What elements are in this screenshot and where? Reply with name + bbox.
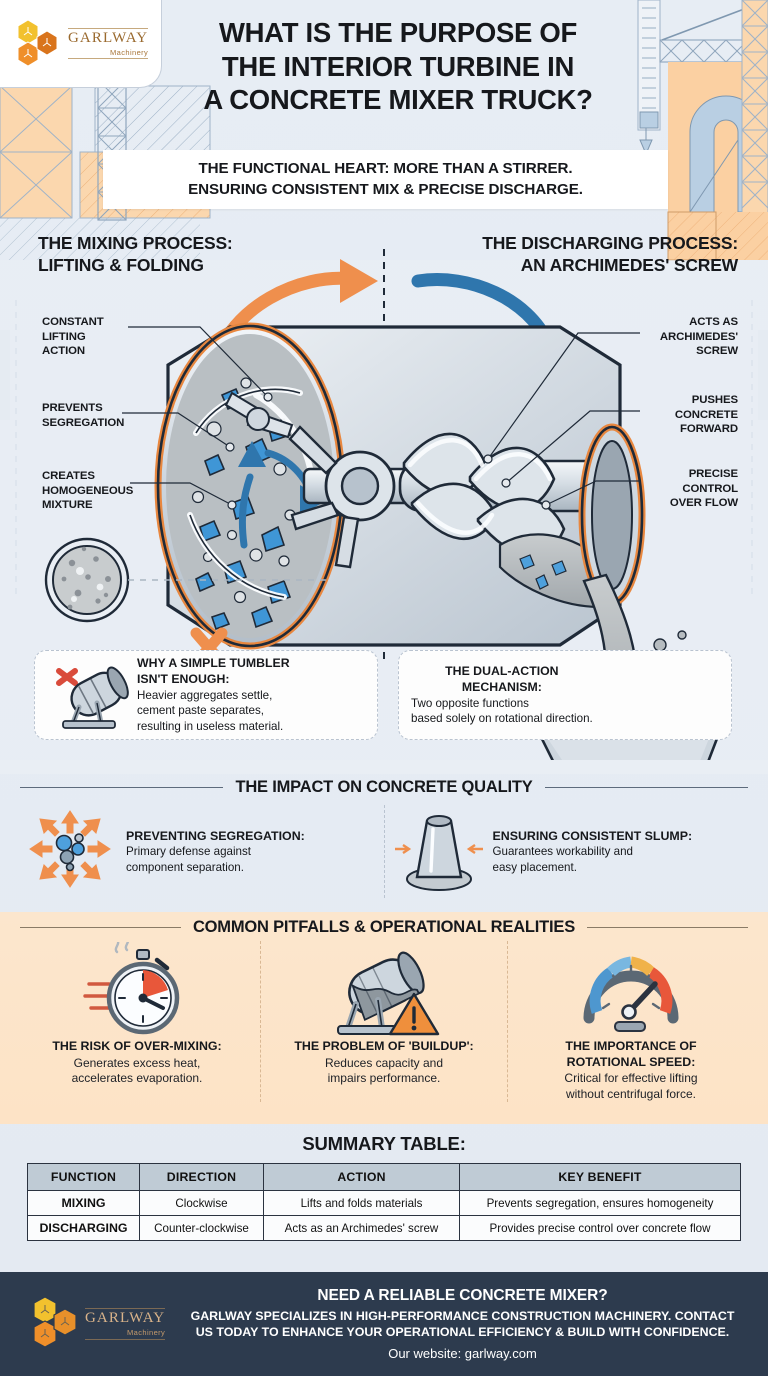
th-function: FUNCTION bbox=[27, 1163, 140, 1191]
annotation-creates-homogeneous-mixture: CREATES HOMOGENEOUS MIXTURE bbox=[42, 470, 134, 512]
pitfalls-rule-left bbox=[20, 926, 181, 929]
pitfalls-heading-row: COMMON PITFALLS & OPERATIONAL REALITIES bbox=[0, 918, 768, 937]
logo-tagline: Machinery bbox=[110, 47, 149, 57]
slump-cone-icon bbox=[391, 805, 483, 898]
cell-direction-mixing: Clockwise bbox=[139, 1190, 264, 1216]
impact-item-consistent-slump: ENSURING CONSISTENT SLUMP: Guarantees wo… bbox=[385, 805, 751, 898]
annotation-acts-as-archimedes-screw: ACTS AS ARCHIMEDES' SCREW bbox=[659, 316, 738, 358]
segregation-burst-icon bbox=[24, 805, 116, 898]
impact-section: THE IMPACT ON CONCRETE QUALITY bbox=[0, 772, 768, 912]
pitfalls-items: THE RISK OF OVER-MIXING: Generates exces… bbox=[0, 937, 768, 1103]
subtitle-line1: THE FUNCTIONAL HEART: MORE THAN A STIRRE… bbox=[198, 159, 573, 177]
mixer-drum-illustration bbox=[44, 249, 728, 760]
impact-heading-row: THE IMPACT ON CONCRETE QUALITY bbox=[0, 778, 768, 797]
summary-section: SUMMARY TABLE: FUNCTION DIRECTION ACTION… bbox=[0, 1124, 768, 1272]
logo-rule-top bbox=[68, 27, 149, 29]
brand-logo: GARLWAY Machinery bbox=[0, 0, 162, 88]
pitfall-item-rotational-speed: THE IMPORTANCE OF ROTATIONAL SPEED: Crit… bbox=[507, 941, 754, 1103]
impact-items: PREVENTING SEGREGATION: Primary defense … bbox=[0, 805, 768, 898]
footer-brand-tagline: Machinery bbox=[127, 1328, 166, 1338]
cell-function-mixing: MIXING bbox=[27, 1190, 140, 1216]
pitfall-2-title: THE PROBLEM OF 'BUILDUP': bbox=[294, 1039, 474, 1053]
mixing-process-heading: THE MIXING PROCESS: LIFTING & FOLDING bbox=[38, 233, 233, 277]
pitfall-item-buildup: THE PROBLEM OF 'BUILDUP': Reduces capaci… bbox=[260, 941, 507, 1103]
pitfalls-section: COMMON PITFALLS & OPERATIONAL REALITIES bbox=[0, 912, 768, 1124]
impact-rule-right bbox=[544, 786, 749, 789]
stopwatch-icon bbox=[22, 941, 252, 1039]
logo-brand-name: GARLWAY bbox=[68, 29, 149, 46]
footer-headline: NEED A RELIABLE CONCRETE MIXER? bbox=[317, 1286, 608, 1304]
drum-mouth bbox=[578, 423, 646, 607]
th-action: ACTION bbox=[263, 1163, 460, 1191]
th-direction: DIRECTION bbox=[139, 1163, 264, 1191]
pitfall-1-title: THE RISK OF OVER-MIXING: bbox=[52, 1039, 222, 1053]
annotation-prevents-segregation: PREVENTS SEGREGATION bbox=[42, 402, 125, 429]
cell-function-discharging: DISCHARGING bbox=[27, 1215, 140, 1241]
callout-dual-action-text: THE DUAL-ACTION MECHANISM: Two opposite … bbox=[411, 663, 593, 725]
callout-simple-tumbler: WHY A SIMPLE TUMBLER ISN'T ENOUGH: Heavi… bbox=[34, 650, 378, 740]
cell-benefit-discharging: Provides precise control over concrete f… bbox=[459, 1215, 741, 1241]
pitfall-item-over-mixing: THE RISK OF OVER-MIXING: Generates exces… bbox=[14, 941, 260, 1102]
table-header-row: FUNCTION DIRECTION ACTION KEY BENEFIT bbox=[27, 1163, 741, 1191]
footer-brand-name: GARLWAY bbox=[85, 1310, 166, 1327]
page-title: WHAT IS THE PURPOSE OF THE INTERIOR TURB… bbox=[168, 16, 628, 117]
impact-heading: THE IMPACT ON CONCRETE QUALITY bbox=[235, 778, 533, 796]
subtitle-banner: THE FUNCTIONAL HEART: MORE THAN A STIRRE… bbox=[103, 150, 668, 209]
footer-body: GARLWAY SPECIALIZES IN HIGH-PERFORMANCE … bbox=[190, 1308, 735, 1339]
cell-benefit-mixing: Prevents segregation, ensures homogeneit… bbox=[459, 1190, 741, 1216]
footer-logo-rule-top bbox=[85, 1308, 166, 1310]
callout-dual-action: THE DUAL-ACTION MECHANISM: Two opposite … bbox=[398, 650, 732, 740]
th-key-benefit: KEY BENEFIT bbox=[459, 1163, 741, 1191]
page-title-line2: THE INTERIOR TURBINE IN bbox=[221, 50, 575, 82]
footer-logo-rule-bottom bbox=[85, 1338, 166, 1340]
mixing-heading-line1: THE MIXING PROCESS: bbox=[38, 233, 233, 253]
turbine-hub bbox=[288, 425, 414, 569]
hexagon-logo-icon bbox=[14, 18, 62, 70]
pitfalls-rule-right bbox=[587, 926, 748, 929]
mixing-heading-line2: LIFTING & FOLDING bbox=[38, 254, 204, 275]
summary-table: FUNCTION DIRECTION ACTION KEY BENEFIT MI… bbox=[27, 1163, 741, 1241]
pitfall-3-body: Critical for effective lifting without c… bbox=[564, 1071, 698, 1101]
impact-item-1-text: PREVENTING SEGREGATION: Primary defense … bbox=[126, 829, 305, 874]
gauge-icon bbox=[516, 941, 746, 1039]
logo-rule-bottom bbox=[68, 58, 149, 60]
impact-item-preventing-segregation: PREVENTING SEGREGATION: Primary defense … bbox=[18, 805, 385, 898]
footer-cta: GARLWAY Machinery NEED A RELIABLE CONCRE… bbox=[0, 1272, 768, 1376]
main-diagram: THE MIXING PROCESS: LIFTING & FOLDING TH… bbox=[0, 215, 768, 760]
impact-item-2-text: ENSURING CONSISTENT SLUMP: Guarantees wo… bbox=[492, 829, 693, 874]
discharging-heading-line2: AN ARCHIMEDES' SCREW bbox=[520, 254, 738, 275]
header: GARLWAY Machinery WHAT IS THE PURPOSE OF… bbox=[0, 0, 768, 150]
pitfall-1-body: Generates excess heat, accelerates evapo… bbox=[71, 1055, 203, 1086]
table-row: MIXING Clockwise Lifts and folds materia… bbox=[27, 1190, 741, 1216]
discharging-process-heading: THE DISCHARGING PROCESS: AN ARCHIMEDES' … bbox=[482, 233, 738, 277]
homogeneous-mix-sample-icon bbox=[44, 537, 330, 623]
impact-rule-left bbox=[20, 786, 224, 789]
footer-text: NEED A RELIABLE CONCRETE MIXER? GARLWAY … bbox=[175, 1287, 768, 1361]
footer-hexagon-logo-icon bbox=[30, 1293, 80, 1356]
page-title-line3: A CONCRETE MIXER TRUCK? bbox=[203, 84, 593, 116]
callout-simple-tumbler-text: WHY A SIMPLE TUMBLER ISN'T ENOUGH: Heavi… bbox=[137, 656, 290, 733]
footer-website[interactable]: Our website: garlway.com bbox=[388, 1346, 537, 1362]
page-title-line1: WHAT IS THE PURPOSE OF bbox=[218, 17, 578, 48]
cell-action-mixing: Lifts and folds materials bbox=[263, 1190, 460, 1216]
pitfall-3-title: THE IMPORTANCE OF ROTATIONAL SPEED: bbox=[565, 1039, 697, 1069]
discharging-heading-line1: THE DISCHARGING PROCESS: bbox=[482, 233, 738, 253]
mixer-drum-warning-icon bbox=[269, 941, 499, 1039]
cell-action-discharging: Acts as an Archimedes' screw bbox=[263, 1215, 460, 1241]
annotation-pushes-concrete-forward: PUSHES CONCRETE FORWARD bbox=[674, 394, 738, 436]
annotation-precise-control-over-flow: PRECISE CONTROL OVER FLOW bbox=[669, 468, 738, 510]
annotation-constant-lifting-action: CONSTANT LIFTING ACTION bbox=[42, 316, 104, 358]
pitfall-2-body: Reduces capacity and impairs performance… bbox=[324, 1055, 444, 1086]
tumbler-icon bbox=[45, 653, 137, 738]
pitfalls-heading: COMMON PITFALLS & OPERATIONAL REALITIES bbox=[192, 918, 576, 936]
table-row: DISCHARGING Counter-clockwise Acts as an… bbox=[27, 1215, 741, 1241]
subtitle-line2: ENSURING CONSISTENT MIX & PRECISE DISCHA… bbox=[188, 180, 583, 198]
summary-title: SUMMARY TABLE: bbox=[302, 1133, 466, 1154]
cell-direction-discharging: Counter-clockwise bbox=[139, 1215, 264, 1241]
footer-brand-logo: GARLWAY Machinery bbox=[0, 1293, 175, 1356]
